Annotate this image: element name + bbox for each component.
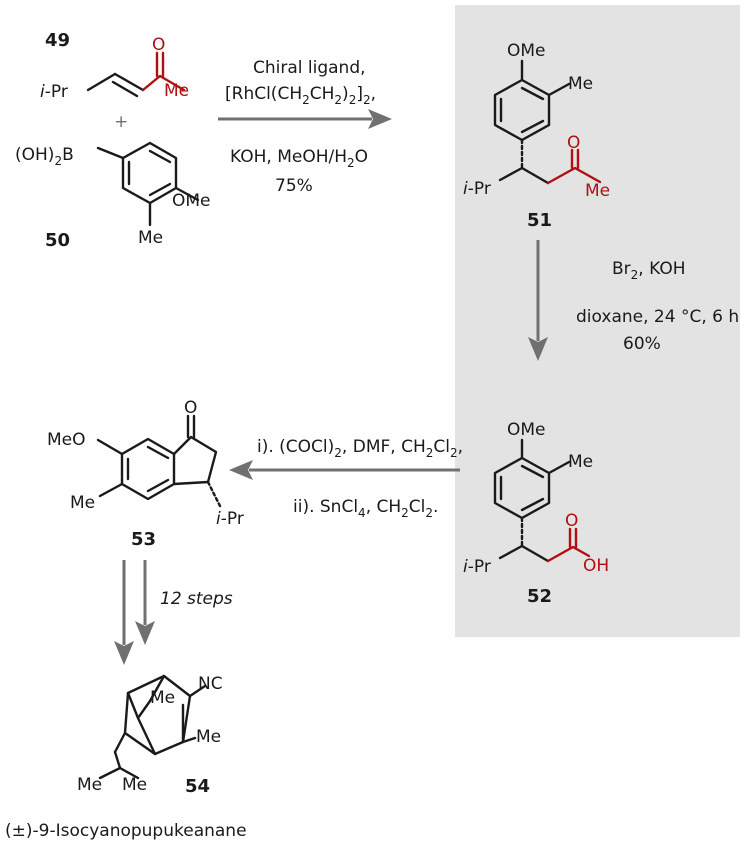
step-4-label: 12 steps <box>160 589 233 609</box>
step-4: 12 steps <box>114 560 233 665</box>
bond <box>86 72 117 92</box>
step-4-arrowhead-left <box>114 641 134 665</box>
ring-double-bonds <box>126 445 170 493</box>
step-3: i). (COCl)2, DMF, CH2Cl2, ii). SnCl4, CH… <box>229 437 463 520</box>
compound-49-methyl: Me <box>164 81 189 101</box>
bond <box>113 731 127 754</box>
compound-49-ipr: i-Pr <box>40 82 68 102</box>
bond <box>520 166 550 185</box>
hashed-bond <box>206 480 222 508</box>
step-1-line1: Chiral ligand, <box>253 58 366 78</box>
step-1-line3: KOH, MeOH/H2O <box>230 147 368 170</box>
compound-50: (OH)2B OMe Me 50 <box>15 141 211 251</box>
compound-54: NC Me Me Me Me 54 (±)-9-Isocyanopupukean… <box>5 674 247 841</box>
compound-53-meo: MeO <box>47 430 86 450</box>
compound-52-ipr: i-Pr <box>463 557 491 577</box>
bond <box>498 166 524 182</box>
compound-53: MeO Me O i-Pr 53 <box>47 398 244 550</box>
compound-52-number: 52 <box>527 586 552 607</box>
compound-49: 49 i-Pr O Me <box>40 30 189 102</box>
compound-51-ipr: i-Pr <box>463 179 491 199</box>
compound-52-oh: OH <box>583 556 609 576</box>
bond <box>174 186 200 202</box>
isopropyl-bonds <box>98 766 140 780</box>
bond <box>113 750 122 770</box>
carbonyl-bond <box>570 148 580 170</box>
compound-54-me2: Me <box>196 727 221 747</box>
compound-53-number: 53 <box>131 529 156 550</box>
compound-53-methyl: Me <box>70 493 95 513</box>
step-2-arrowhead <box>528 337 548 361</box>
compound-54-nc: NC <box>198 674 223 694</box>
compound-51-methyl: Me <box>568 74 593 94</box>
step-2-line1: Br2, KOH <box>612 259 686 282</box>
compound-54-me1: Me <box>150 688 175 708</box>
bond <box>111 80 139 98</box>
compound-51-ketone-methyl: Me <box>585 181 610 201</box>
bond <box>98 482 124 498</box>
bond <box>113 72 145 92</box>
compound-52-methyl: Me <box>568 452 593 472</box>
plus-sign: + <box>114 112 128 132</box>
compound-51-ome: OMe <box>507 41 546 61</box>
step-3-line1: i). (COCl)2, DMF, CH2Cl2, <box>257 437 463 460</box>
ring-double-bonds <box>127 149 172 197</box>
carbonyl-bond <box>155 51 165 78</box>
step-1-line2: [RhCl(CH2CH2)2]2, <box>225 84 376 107</box>
compound-54-number: 54 <box>185 776 210 797</box>
carbonyl-bond <box>186 414 196 439</box>
compound-53-oxygen: O <box>184 398 197 418</box>
bond <box>181 736 197 744</box>
compound-50-number: 50 <box>45 230 70 251</box>
compound-49-oxygen: O <box>152 35 165 55</box>
cyclopentanone-ring <box>172 435 218 486</box>
bond <box>96 438 124 456</box>
highlight-box <box>455 5 740 637</box>
step-1: Chiral ligand, [RhCl(CH2CH2)2]2, KOH, Me… <box>218 58 392 196</box>
compound-51-number: 51 <box>527 210 552 231</box>
compound-51: OMe Me i-Pr O Me 51 <box>463 41 610 231</box>
bond <box>188 684 207 698</box>
bond <box>498 544 524 560</box>
acid-bond <box>546 545 591 563</box>
compound-54-me3: Me <box>77 775 102 795</box>
step-1-arrowhead <box>368 109 392 129</box>
step-2-line2: dioxane, 24 °C, 6 h <box>576 307 739 327</box>
step-3-arrowhead <box>229 460 253 480</box>
compound-52-ome: OMe <box>507 420 546 440</box>
compound-52-oxygen: O <box>565 511 578 531</box>
compound-50-boronic: (OH)2B <box>15 145 74 168</box>
compound-54-name: (±)-9-Isocyanopupukeanane <box>5 821 247 841</box>
step-4-arrowhead-right <box>135 621 155 645</box>
bond <box>547 82 571 97</box>
carbonyl-bond <box>568 527 578 549</box>
compound-50-methyl: Me <box>138 228 163 248</box>
ketone-bond <box>141 74 186 92</box>
ring-double-bonds <box>499 86 545 134</box>
compound-54-me4: Me <box>122 775 147 795</box>
step-3-line2: ii). SnCl4, CH2Cl2. <box>293 497 438 520</box>
compound-51-oxygen: O <box>567 133 580 153</box>
compound-52: OMe Me i-Pr O OH 52 <box>463 420 609 607</box>
compound-53-ipr: i-Pr <box>216 509 244 529</box>
cage-inner <box>136 674 166 720</box>
bond <box>96 146 125 160</box>
bond <box>547 460 571 475</box>
bond <box>520 544 550 563</box>
step-2: Br2, KOH dioxane, 24 °C, 6 h 60% <box>528 240 739 361</box>
compound-49-number: 49 <box>45 30 70 51</box>
ketone-bond <box>546 166 602 185</box>
step-2-line3: 60% <box>623 334 661 354</box>
ring-double-bonds <box>499 464 545 512</box>
compound-50-ome: OMe <box>172 191 211 211</box>
step-1-line4: 75% <box>275 176 313 196</box>
